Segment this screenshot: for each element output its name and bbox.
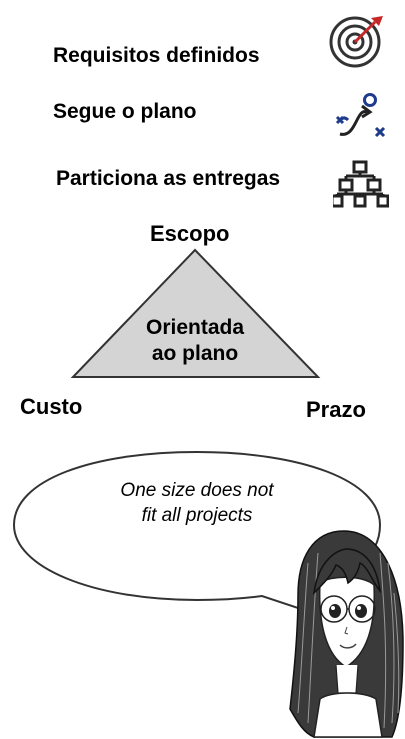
- speech-bubble: [12, 450, 382, 619]
- vertex-label-cost: Custo: [20, 394, 83, 419]
- iron-triangle: [70, 248, 321, 378]
- speech-text: One size does not fit all projects: [72, 478, 322, 528]
- vertex-label-time: Prazo: [306, 397, 366, 422]
- hierarchy-icon: [333, 160, 389, 208]
- triangle-center-line1: Orientada: [145, 316, 245, 339]
- plan-path-icon: [335, 93, 386, 138]
- requirement-label-plan: Segue o plano: [53, 100, 197, 123]
- speech-line2: fit all projects: [141, 505, 253, 526]
- triangle-center-text: Orientada ao plano: [120, 315, 270, 367]
- cartoon-girl-illustration: [289, 530, 404, 738]
- target-icon: [329, 16, 383, 68]
- requirement-label-defined: Requisitos definidos: [53, 44, 260, 67]
- triangle-shape: [70, 248, 321, 378]
- triangle-center-line2: ao plano: [151, 342, 239, 365]
- vertex-label-scope: Escopo: [150, 221, 230, 246]
- speech-line1: One size does not: [120, 480, 274, 501]
- requirement-label-deliveries: Particiona as entregas: [56, 167, 281, 190]
